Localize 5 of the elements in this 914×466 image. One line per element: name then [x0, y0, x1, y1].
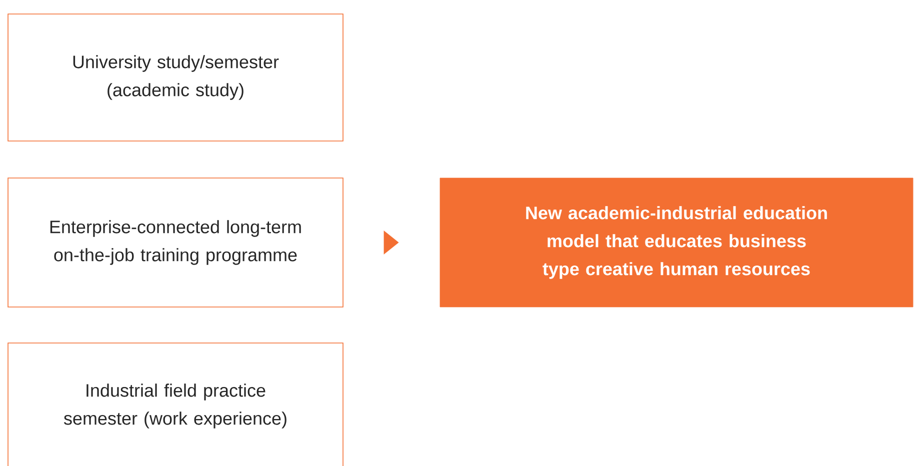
- process-box: University study/semester (academic study): [8, 14, 344, 142]
- highlight-box: New academic-industrial education model that educates business type creative human resources: [440, 178, 914, 308]
- process-box: Industrial field practice semester (work experience): [8, 342, 344, 466]
- process-box: Enterprise-connected long-term on-the-job training programme: [8, 178, 344, 308]
- arrow: [384, 230, 399, 254]
